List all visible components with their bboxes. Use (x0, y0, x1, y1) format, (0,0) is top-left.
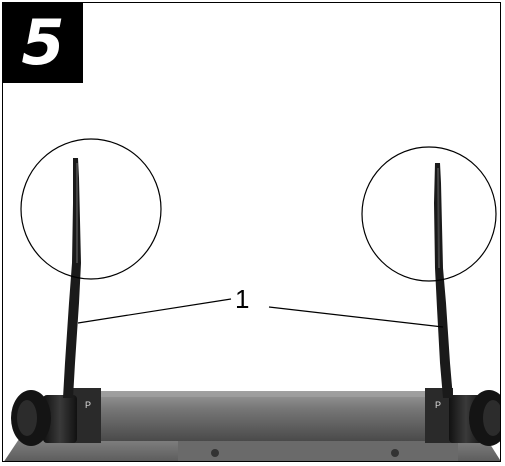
instruction-figure: P P 5 1 (2, 2, 501, 462)
callout-number: 1 (235, 284, 250, 314)
right-roller-mark: P (435, 400, 441, 410)
left-roller-mark: P (85, 400, 91, 410)
right-roller-end: P (425, 388, 500, 446)
left-detail-circle-icon (20, 138, 162, 280)
left-roller-end: P (11, 388, 101, 446)
left-guide-rail (63, 158, 81, 398)
roller (93, 391, 433, 441)
right-leader-line-icon (268, 306, 444, 328)
right-guide-rail (434, 163, 453, 398)
left-leader-line-icon (77, 298, 232, 324)
right-detail-circle-icon (361, 146, 497, 282)
product-photo: P P (4, 138, 500, 461)
step-number-badge: 5 (3, 3, 83, 83)
